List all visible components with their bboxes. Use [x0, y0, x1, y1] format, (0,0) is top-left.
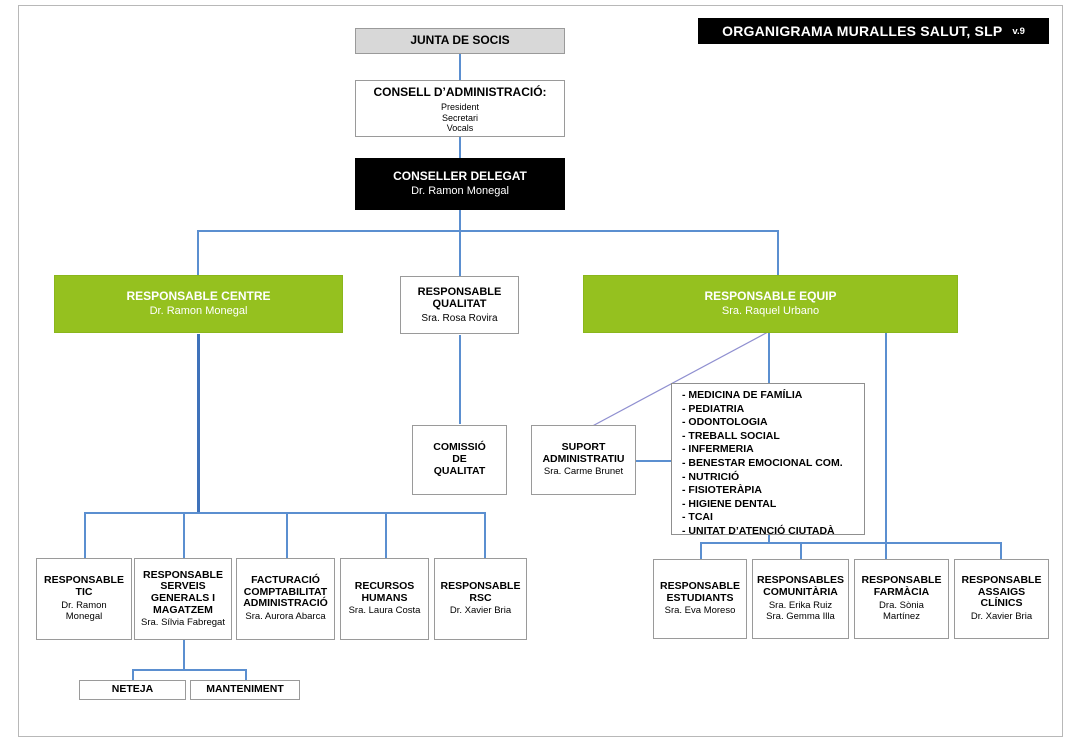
service-item: - TCAI [682, 511, 713, 524]
connector-qualitat-comissio [459, 335, 461, 424]
connector-equip-suport-diagonal [584, 331, 769, 431]
node-responsable-assaigs-title: RESPONSABLE ASSAIGS CLÍNICS [961, 573, 1042, 610]
node-junta-de-socis[interactable]: JUNTA DE SOCIS [355, 28, 565, 54]
service-item: - FISIOTERÀPIA [682, 484, 762, 497]
node-suport-administratiu[interactable]: SUPORT ADMINISTRATIU Sra. Carme Brunet [531, 425, 636, 495]
node-responsable-estudiants[interactable]: RESPONSABLE ESTUDIANTS Sra. Eva Moreso [653, 559, 747, 639]
connector-right-bus [700, 542, 1000, 544]
node-manteniment[interactable]: MANTENIMENT [190, 680, 300, 700]
services-list-box[interactable]: - MEDICINA DE FAMÍLIA - PEDIATRIA - ODON… [671, 383, 865, 537]
node-responsables-comunitaria-persons: Sra. Erika Ruiz Sra. Gemma Illa [766, 599, 835, 622]
chart-title-text: ORGANIGRAMA MURALLES SALUT, SLP [722, 23, 1003, 39]
connector-bus-to-recursos [385, 512, 387, 558]
node-junta-title: JUNTA DE SOCIS [410, 33, 510, 48]
node-responsable-tic[interactable]: RESPONSABLE TIC Dr. Ramon Monegal [36, 558, 132, 640]
node-responsable-rsc-title: RESPONSABLE RSC [440, 579, 521, 604]
connector-bus-to-rsc [484, 512, 486, 558]
chart-title-banner: ORGANIGRAMA MURALLES SALUT, SLP v.9 [698, 18, 1049, 44]
service-item: - UNITAT D’ATENCIÓ CIUTADÀ [682, 524, 835, 537]
node-responsables-comunitaria[interactable]: RESPONSABLES COMUNITÀRIA Sra. Erika Ruiz… [752, 559, 849, 639]
node-responsable-rsc-person: Dr. Xavier Bria [449, 605, 512, 617]
node-comissio-qualitat-title: COMISSIÓ DE QUALITAT [433, 441, 486, 477]
connector-bus-to-equip [777, 230, 779, 276]
connector-bus-to-estudiants [700, 542, 702, 559]
connector-bus-to-centre [197, 230, 199, 276]
node-conseller-person: Dr. Ramon Monegal [411, 185, 509, 198]
connector-bus-to-manteniment [245, 669, 247, 681]
node-responsable-assaigs-clinics[interactable]: RESPONSABLE ASSAIGS CLÍNICS Dr. Xavier B… [954, 559, 1049, 639]
node-facturacio-person: Sra. Aurora Abarca [245, 611, 326, 623]
connector-junta-consell [459, 53, 461, 80]
connector-suport-services [636, 460, 674, 462]
node-responsable-centre-title: RESPONSABLE CENTRE [126, 288, 271, 303]
connector-bus-to-serveis [183, 512, 185, 558]
node-facturacio-title: FACTURACIÓ COMPTABILITAT ADMINISTRACIÓ [243, 573, 328, 610]
node-responsable-estudiants-title: RESPONSABLE ESTUDIANTS [660, 579, 740, 604]
node-consell-members: President Secretari Vocals [440, 102, 480, 134]
node-responsable-tic-person: Dr. Ramon Monegal [61, 599, 107, 622]
service-item: - ODONTOLOGIA [682, 416, 768, 429]
node-responsable-farmacia[interactable]: RESPONSABLE FARMÀCIA Dra. Sònia Martínez [854, 559, 949, 639]
connector-centre-bus [84, 512, 485, 514]
node-responsable-equip-person: Sra. Raquel Urbano [721, 305, 820, 318]
node-manteniment-title: MANTENIMENT [206, 683, 284, 696]
node-responsable-tic-title: RESPONSABLE TIC [44, 574, 124, 599]
connector-bus-to-facturacio [286, 512, 288, 558]
node-comissio-qualitat[interactable]: COMISSIÓ DE QUALITAT [412, 425, 507, 495]
connector-bus-to-assaigs [1000, 542, 1002, 559]
node-responsable-equip-title: RESPONSABLE EQUIP [704, 288, 837, 303]
connector-serveis-bus [132, 669, 245, 671]
node-responsable-farmacia-person: Dra. Sònia Martínez [879, 599, 924, 622]
node-responsable-serveis-person: Sra. Sílvia Fabregat [141, 616, 225, 628]
service-item: - TREBALL SOCIAL [682, 429, 780, 442]
node-responsable-serveis-title: RESPONSABLE SERVEIS GENERALS I MAGATZEM [143, 568, 223, 616]
node-consell-administracio[interactable]: CONSELL D’ADMINISTRACIÓ: President Secre… [355, 80, 565, 137]
node-conseller-title: CONSELLER DELEGAT [393, 168, 527, 183]
node-responsable-qualitat-person: Sra. Rosa Rovira [421, 312, 498, 324]
node-recursos-humans-title: RECURSOS HUMANS [354, 579, 415, 604]
node-responsable-serveis-generals[interactable]: RESPONSABLE SERVEIS GENERALS I MAGATZEM … [134, 558, 232, 640]
connector-serveis-drop [183, 640, 185, 670]
service-item: - PEDIATRIA [682, 402, 745, 415]
node-responsable-equip[interactable]: RESPONSABLE EQUIP Sra. Raquel Urbano [583, 275, 958, 333]
connector-bus-to-tic [84, 512, 86, 558]
connector-equip-services [768, 332, 770, 384]
services-list: - MEDICINA DE FAMÍLIA - PEDIATRIA - ODON… [682, 389, 864, 539]
node-responsable-centre[interactable]: RESPONSABLE CENTRE Dr. Ramon Monegal [54, 275, 343, 333]
connector-bus-to-comunitaria [800, 542, 802, 559]
node-facturacio-comptabilitat[interactable]: FACTURACIÓ COMPTABILITAT ADMINISTRACIÓ S… [236, 558, 335, 640]
node-responsable-qualitat-title: RESPONSABLE QUALITAT [417, 285, 502, 311]
node-responsable-rsc[interactable]: RESPONSABLE RSC Dr. Xavier Bria [434, 558, 527, 640]
service-item: - BENESTAR EMOCIONAL COM. [682, 456, 843, 469]
node-responsable-qualitat[interactable]: RESPONSABLE QUALITAT Sra. Rosa Rovira [400, 276, 519, 334]
node-conseller-delegat[interactable]: CONSELLER DELEGAT Dr. Ramon Monegal [355, 158, 565, 210]
node-recursos-humans-person: Sra. Laura Costa [348, 605, 421, 617]
node-responsable-centre-person: Dr. Ramon Monegal [149, 305, 248, 318]
service-item: - HIGIENE DENTAL [682, 497, 777, 510]
node-responsable-estudiants-person: Sra. Eva Moreso [664, 605, 736, 617]
node-neteja[interactable]: NETEJA [79, 680, 186, 700]
connector-centre-drop [197, 334, 200, 513]
connector-bus-to-neteja [132, 669, 134, 681]
node-neteja-title: NETEJA [111, 683, 154, 696]
connector-equip-right-drop [885, 332, 887, 559]
connector-conseller-drop [459, 209, 461, 276]
node-responsable-assaigs-person: Dr. Xavier Bria [970, 611, 1033, 623]
node-suport-administratiu-person: Sra. Carme Brunet [543, 466, 624, 478]
node-consell-title: CONSELL D’ADMINISTRACIÓ: [373, 85, 547, 99]
node-suport-administratiu-title: SUPORT ADMINISTRATIU [542, 440, 625, 465]
page-border [18, 5, 1063, 737]
service-item: - MEDICINA DE FAMÍLIA [682, 389, 803, 401]
service-item: - INFERMERIA [682, 443, 754, 456]
connector-level2-bus [197, 230, 778, 232]
node-recursos-humans[interactable]: RECURSOS HUMANS Sra. Laura Costa [340, 558, 429, 640]
service-item: - NUTRICIÓ [682, 470, 740, 483]
node-responsables-comunitaria-title: RESPONSABLES COMUNITÀRIA [757, 574, 844, 599]
connector-services-drop [768, 535, 770, 543]
connector-consell-conseller [459, 136, 461, 158]
chart-version-label: v.9 [1012, 25, 1025, 37]
node-responsable-farmacia-title: RESPONSABLE FARMÀCIA [861, 574, 942, 599]
